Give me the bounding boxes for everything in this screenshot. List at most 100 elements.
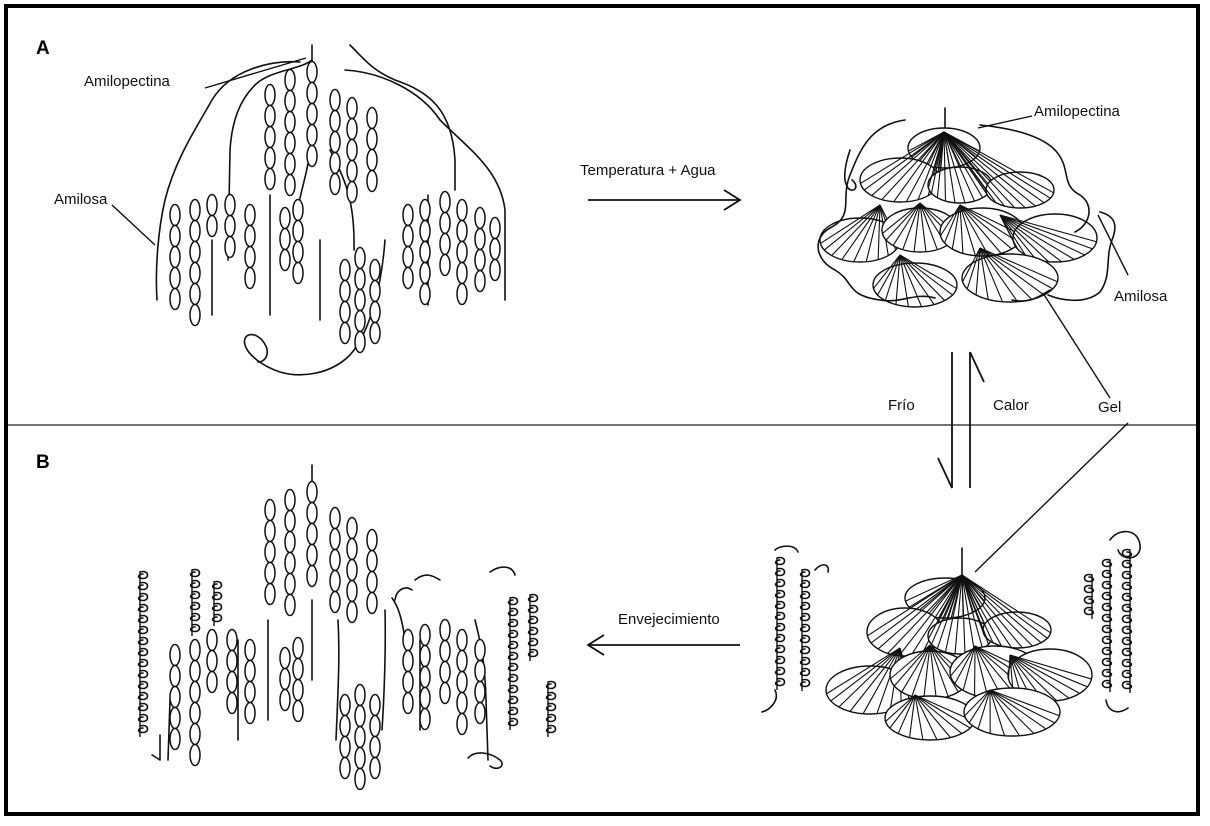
heating-arrow	[588, 190, 740, 210]
double-helix-segment	[340, 323, 350, 344]
double-helix-group	[170, 482, 485, 790]
double-helix-segment	[190, 284, 200, 305]
double-helix-segment	[307, 524, 317, 545]
double-helix-segment	[355, 332, 365, 353]
double-helix-segment	[265, 584, 275, 605]
double-helix-segment	[170, 268, 180, 289]
label-amylose: Amilosa	[54, 191, 108, 208]
double-helix-segment	[265, 521, 275, 542]
double-helix-segment	[355, 685, 365, 706]
double-helix-segment	[475, 229, 485, 250]
double-helix-segment	[225, 216, 235, 237]
double-helix-segment	[265, 500, 275, 521]
double-helix-segment	[370, 716, 380, 737]
cone-cluster	[820, 128, 1097, 307]
double-helix-segment	[245, 661, 255, 682]
double-helix-segment	[355, 727, 365, 748]
double-helix-segment	[170, 205, 180, 226]
double-helix-segment	[347, 581, 357, 602]
double-helix-segment	[347, 539, 357, 560]
double-helix-segment	[403, 630, 413, 651]
amylose-chain	[395, 588, 412, 600]
double-helix-segment	[170, 708, 180, 729]
double-helix-segment	[190, 724, 200, 745]
double-helix-segment	[190, 682, 200, 703]
double-helix-segment	[403, 226, 413, 247]
label-aging: Envejecimiento	[618, 611, 720, 628]
double-helix-segment	[280, 208, 290, 229]
double-helix-segment	[355, 748, 365, 769]
double-helix-segment	[170, 289, 180, 310]
double-helix-segment	[190, 221, 200, 242]
double-helix-segment	[420, 263, 430, 284]
double-helix-segment	[440, 234, 450, 255]
double-helix-segment	[285, 490, 295, 511]
double-helix-segment	[340, 281, 350, 302]
double-helix-segment	[170, 687, 180, 708]
double-helix-segment	[207, 630, 217, 651]
double-helix-segment	[440, 641, 450, 662]
double-helix-segment	[340, 716, 350, 737]
gel-network-retrograded	[762, 532, 1140, 740]
double-helix-segment	[265, 106, 275, 127]
double-helix-segment	[370, 323, 380, 344]
double-helix-segment	[170, 226, 180, 247]
native-granule	[156, 45, 505, 375]
double-helix-segment	[355, 769, 365, 790]
double-helix-segment	[370, 737, 380, 758]
double-helix-segment	[440, 662, 450, 683]
double-helix-segment	[403, 205, 413, 226]
amylopectin-branch	[168, 700, 170, 760]
double-helix-segment	[265, 542, 275, 563]
double-helix-segment	[330, 592, 340, 613]
double-helix-segment	[347, 182, 357, 203]
double-helix-segment	[190, 242, 200, 263]
double-helix-segment	[355, 706, 365, 727]
cooling-arrow	[938, 352, 952, 488]
double-helix-segment	[420, 242, 430, 263]
double-helix-segment	[190, 305, 200, 326]
double-helix-segment	[490, 260, 500, 281]
double-helix-segment	[285, 595, 295, 616]
double-helix-segment	[330, 90, 340, 111]
double-helix-segment	[245, 682, 255, 703]
double-helix-segment	[190, 200, 200, 221]
double-helix-segment	[440, 683, 450, 704]
double-helix-segment	[475, 682, 485, 703]
double-helix-segment	[420, 688, 430, 709]
amylose-chain	[815, 565, 828, 572]
amylose-chain	[1110, 532, 1140, 558]
double-helix-segment	[293, 659, 303, 680]
double-helix-segment	[355, 290, 365, 311]
double-helix-segment	[227, 651, 237, 672]
double-helix-segment	[347, 560, 357, 581]
double-helix-segment	[285, 91, 295, 112]
double-helix-segment	[307, 566, 317, 587]
double-helix-segment	[170, 729, 180, 750]
double-helix-segment	[280, 669, 290, 690]
double-helix-segment	[420, 284, 430, 305]
double-helix-segment	[307, 503, 317, 524]
double-helix-segment	[307, 146, 317, 167]
double-helix-segment	[280, 250, 290, 271]
amylose-chain	[392, 598, 405, 640]
double-helix-segment	[367, 551, 377, 572]
double-helix-segment	[285, 154, 295, 175]
double-helix-segment	[330, 508, 340, 529]
double-helix-segment	[307, 62, 317, 83]
double-helix-segment	[190, 640, 200, 661]
aging-arrow	[588, 635, 740, 655]
double-helix-segment	[307, 83, 317, 104]
double-helix-segment	[340, 260, 350, 281]
amylose-chain	[845, 150, 856, 190]
double-helix-segment	[330, 153, 340, 174]
double-helix-segment	[457, 221, 467, 242]
double-helix-segment	[330, 571, 340, 592]
leader-line	[112, 205, 155, 245]
amylose-chain	[1106, 700, 1128, 712]
label-temperature-water: Temperatura + Agua	[580, 162, 716, 179]
double-helix-segment	[285, 112, 295, 133]
double-helix-segment	[347, 518, 357, 539]
panel-a-label: A	[36, 38, 50, 59]
